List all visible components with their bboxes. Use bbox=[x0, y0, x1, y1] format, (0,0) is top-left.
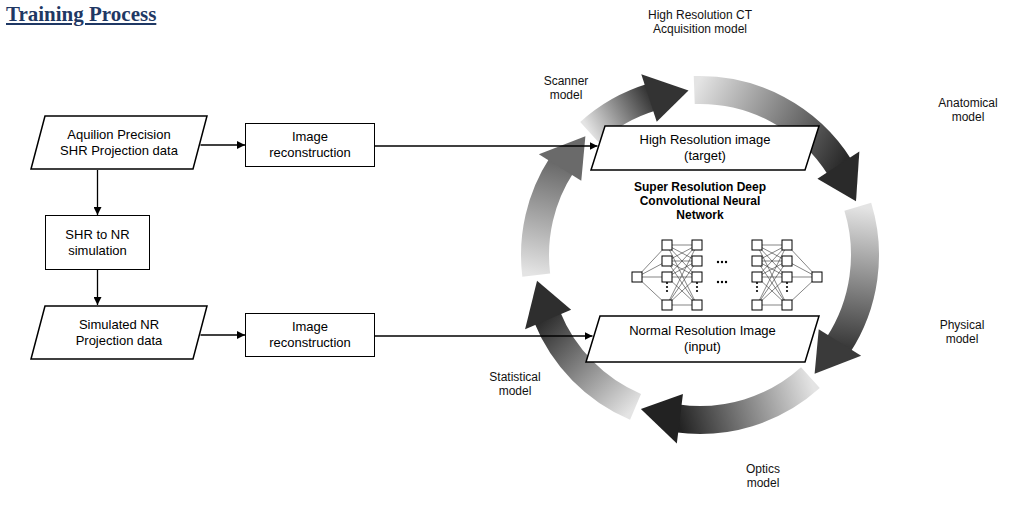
parallelogram-shape bbox=[31, 116, 207, 169]
cycle-arrowhead bbox=[641, 394, 683, 444]
network-unit bbox=[782, 300, 792, 310]
process-box: Image reconstruction bbox=[245, 313, 375, 357]
cycle-arrowhead bbox=[817, 152, 859, 202]
ellipsis-dot bbox=[666, 286, 668, 288]
network-unit bbox=[782, 256, 792, 266]
data-parallelogram: Aquilion Precision SHR Projection data bbox=[30, 115, 208, 170]
arrow-connector bbox=[201, 334, 246, 335]
node-text: Aquilion Precision SHR Projection data bbox=[52, 127, 186, 159]
model-label: Scanner model bbox=[535, 74, 597, 102]
ellipsis-dot bbox=[756, 282, 758, 284]
network-link bbox=[757, 261, 787, 305]
model-label: High Resolution CT Acquisition model bbox=[635, 8, 765, 36]
node-text: Image reconstruction bbox=[260, 319, 360, 351]
model-label: Optics model bbox=[735, 462, 791, 490]
arrow-connector bbox=[375, 335, 593, 336]
network-unit bbox=[782, 240, 792, 250]
cycle-arrowhead bbox=[641, 74, 688, 122]
process-box: SHR to NR simulation bbox=[45, 215, 150, 270]
cycle-arrowhead bbox=[525, 281, 571, 329]
node-text: SHR to NR simulation bbox=[53, 227, 142, 259]
model-label: Anatomical model bbox=[930, 96, 1006, 124]
network-unit bbox=[662, 240, 672, 250]
network-link bbox=[667, 261, 697, 305]
ellipsis-dot bbox=[717, 261, 719, 263]
arrow-connector bbox=[97, 270, 98, 305]
node-text: High Resolution image (target) bbox=[630, 132, 780, 164]
parallelogram-shape bbox=[31, 306, 207, 359]
network-unit bbox=[662, 300, 672, 310]
cycle-arc bbox=[677, 378, 810, 420]
parallelogram-shape bbox=[586, 316, 819, 362]
network-unit bbox=[752, 256, 762, 266]
data-parallelogram: Normal Resolution Image (input) bbox=[585, 315, 820, 363]
ellipsis-dot bbox=[756, 290, 758, 292]
network-unit bbox=[662, 272, 672, 282]
ellipsis-dot bbox=[725, 261, 727, 263]
node-text: Image reconstruction bbox=[260, 129, 360, 161]
model-label: Physical model bbox=[930, 318, 994, 346]
parallelogram-shape bbox=[591, 126, 819, 170]
model-label: Statistical model bbox=[483, 370, 547, 398]
process-box: Image reconstruction bbox=[245, 123, 375, 167]
network-unit bbox=[692, 240, 702, 250]
ellipsis-dot bbox=[666, 282, 668, 284]
network-unit bbox=[692, 256, 702, 266]
ellipsis-dot bbox=[756, 286, 758, 288]
network-unit bbox=[662, 256, 672, 266]
network-unit bbox=[752, 300, 762, 310]
network-unit bbox=[812, 272, 822, 282]
ellipsis-dot bbox=[696, 286, 698, 288]
ellipsis-dot bbox=[721, 281, 723, 283]
ellipsis-dot bbox=[725, 281, 727, 283]
cycle-arrowhead bbox=[815, 329, 862, 374]
network-unit bbox=[782, 272, 792, 282]
cycle-arc bbox=[838, 207, 865, 345]
network-link bbox=[757, 261, 787, 305]
network-link bbox=[667, 261, 697, 305]
network-unit bbox=[752, 240, 762, 250]
network-illustration bbox=[632, 240, 822, 310]
network-unit bbox=[632, 272, 642, 282]
ellipsis-dot bbox=[717, 281, 719, 283]
arrow-connector bbox=[97, 170, 98, 215]
network-title: Super Resolution Deep Convolutional Neur… bbox=[630, 180, 770, 222]
diagram-title: Training Process bbox=[6, 2, 156, 27]
node-text: Normal Resolution Image (input) bbox=[622, 323, 783, 355]
ellipsis-dot bbox=[786, 290, 788, 292]
cycle-arrowhead bbox=[539, 136, 586, 181]
node-text: Simulated NR Projection data bbox=[58, 317, 180, 349]
ellipsis-dot bbox=[696, 290, 698, 292]
network-unit bbox=[692, 300, 702, 310]
arrow-connector bbox=[201, 144, 246, 145]
network-unit bbox=[692, 272, 702, 282]
ellipsis-dot bbox=[696, 282, 698, 284]
network-unit bbox=[752, 272, 762, 282]
ellipsis-dot bbox=[666, 290, 668, 292]
data-parallelogram: High Resolution image (target) bbox=[590, 125, 820, 171]
ellipsis-dot bbox=[786, 282, 788, 284]
cycle-arc bbox=[535, 165, 562, 275]
data-parallelogram: Simulated NR Projection data bbox=[30, 305, 208, 360]
arrow-connector bbox=[375, 145, 598, 146]
ellipsis-dot bbox=[721, 261, 723, 263]
ellipsis-dot bbox=[786, 286, 788, 288]
